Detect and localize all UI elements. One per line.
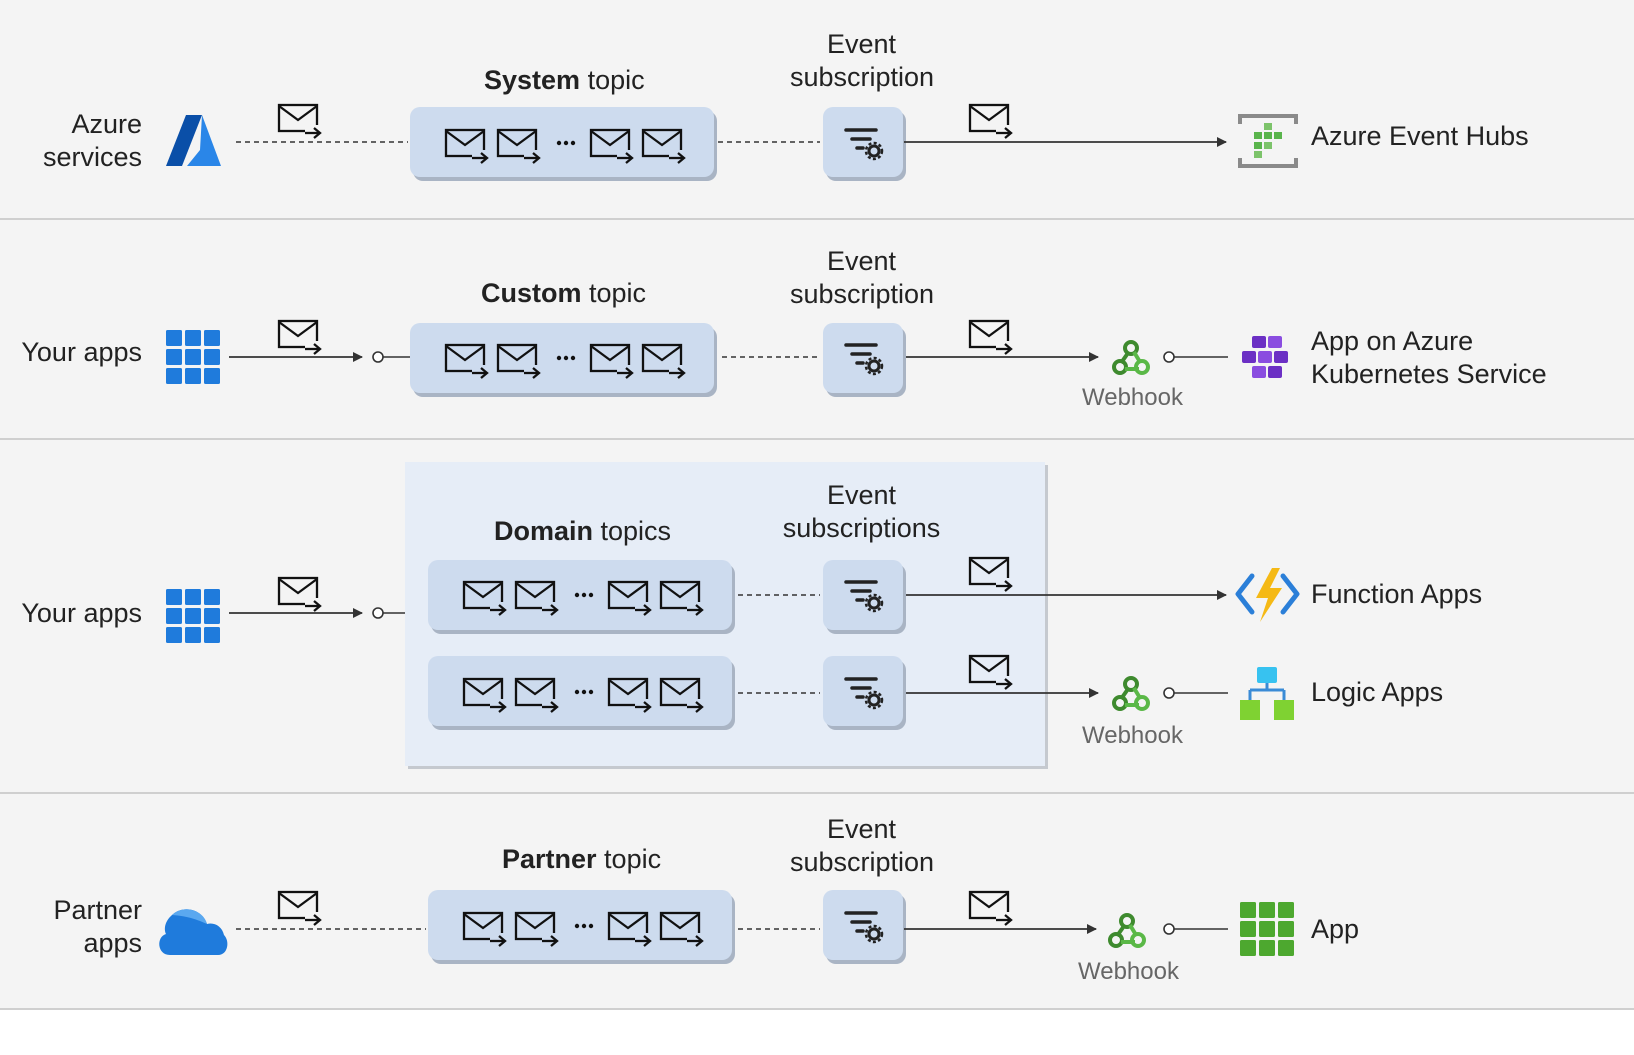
message-queue-icons <box>464 679 703 712</box>
filter-gear-icon <box>844 580 884 613</box>
envelope-arrow-icon <box>968 319 1014 356</box>
row-divider <box>0 218 1634 220</box>
endpoint-dot <box>1163 351 1175 363</box>
partner-subscription-box <box>823 890 903 960</box>
webhook-icon <box>1108 913 1146 948</box>
cloud-icon <box>159 909 228 955</box>
webhook-label: Webhook <box>1078 958 1179 985</box>
row-partner-band <box>0 794 1634 1008</box>
source-label: Your apps <box>21 598 142 628</box>
filter-gear-icon <box>844 911 884 944</box>
domain-subscription-box-2 <box>823 656 903 726</box>
envelope-arrow-icon <box>277 319 323 356</box>
envelope-arrow-icon <box>968 890 1014 927</box>
app-grid-icon <box>166 589 220 643</box>
logic-apps-icon <box>1240 667 1294 720</box>
topic-title: Domain topics <box>494 516 672 546</box>
target-label: Azure Event Hubs <box>1311 121 1529 151</box>
azure-logo-icon <box>166 115 221 166</box>
target-label: App <box>1311 914 1360 944</box>
filter-gear-icon <box>844 128 884 161</box>
topic-title: System topic <box>484 65 645 95</box>
event-hubs-icon <box>1238 114 1298 168</box>
endpoint-dot <box>1163 923 1175 935</box>
envelope-arrow-icon <box>277 576 323 613</box>
envelope-arrow-icon <box>968 654 1014 691</box>
webhook-icon <box>1112 340 1150 375</box>
row-divider <box>0 438 1634 440</box>
filter-gear-icon <box>844 677 884 710</box>
envelope-arrow-icon <box>277 103 323 140</box>
message-queue-icons <box>464 582 703 615</box>
row-system-band <box>0 0 1634 218</box>
system-subscription-box <box>823 107 903 177</box>
endpoint-dot <box>1163 687 1175 699</box>
row-divider <box>0 1008 1634 1010</box>
row-custom-band <box>0 220 1634 438</box>
kubernetes-icon <box>1242 336 1288 378</box>
row-divider <box>0 792 1634 794</box>
webhook-label: Webhook <box>1082 722 1183 749</box>
app-icon <box>1240 902 1294 956</box>
envelope-arrow-icon <box>277 890 323 927</box>
target-label: Function Apps <box>1311 579 1483 609</box>
endpoint-dot <box>372 351 384 363</box>
function-app-icon <box>1235 568 1300 622</box>
webhook-icon <box>1112 676 1150 711</box>
app-grid-icon <box>166 330 220 384</box>
envelope-arrow-icon <box>968 556 1014 593</box>
message-queue-icons <box>464 913 703 946</box>
filter-gear-icon <box>844 343 884 376</box>
domain-subscription-box-1 <box>823 560 903 630</box>
topic-title: Custom topic <box>481 278 647 308</box>
envelope-arrow-icon <box>968 103 1014 140</box>
webhook-label: Webhook <box>1082 384 1183 411</box>
target-label: Logic Apps <box>1311 677 1444 707</box>
custom-subscription-box <box>823 323 903 393</box>
topic-title: Partner topic <box>502 844 662 874</box>
source-label: Your apps <box>21 337 142 367</box>
endpoint-dot <box>372 607 384 619</box>
message-queue-icons <box>446 130 685 163</box>
message-queue-icons <box>446 345 685 378</box>
